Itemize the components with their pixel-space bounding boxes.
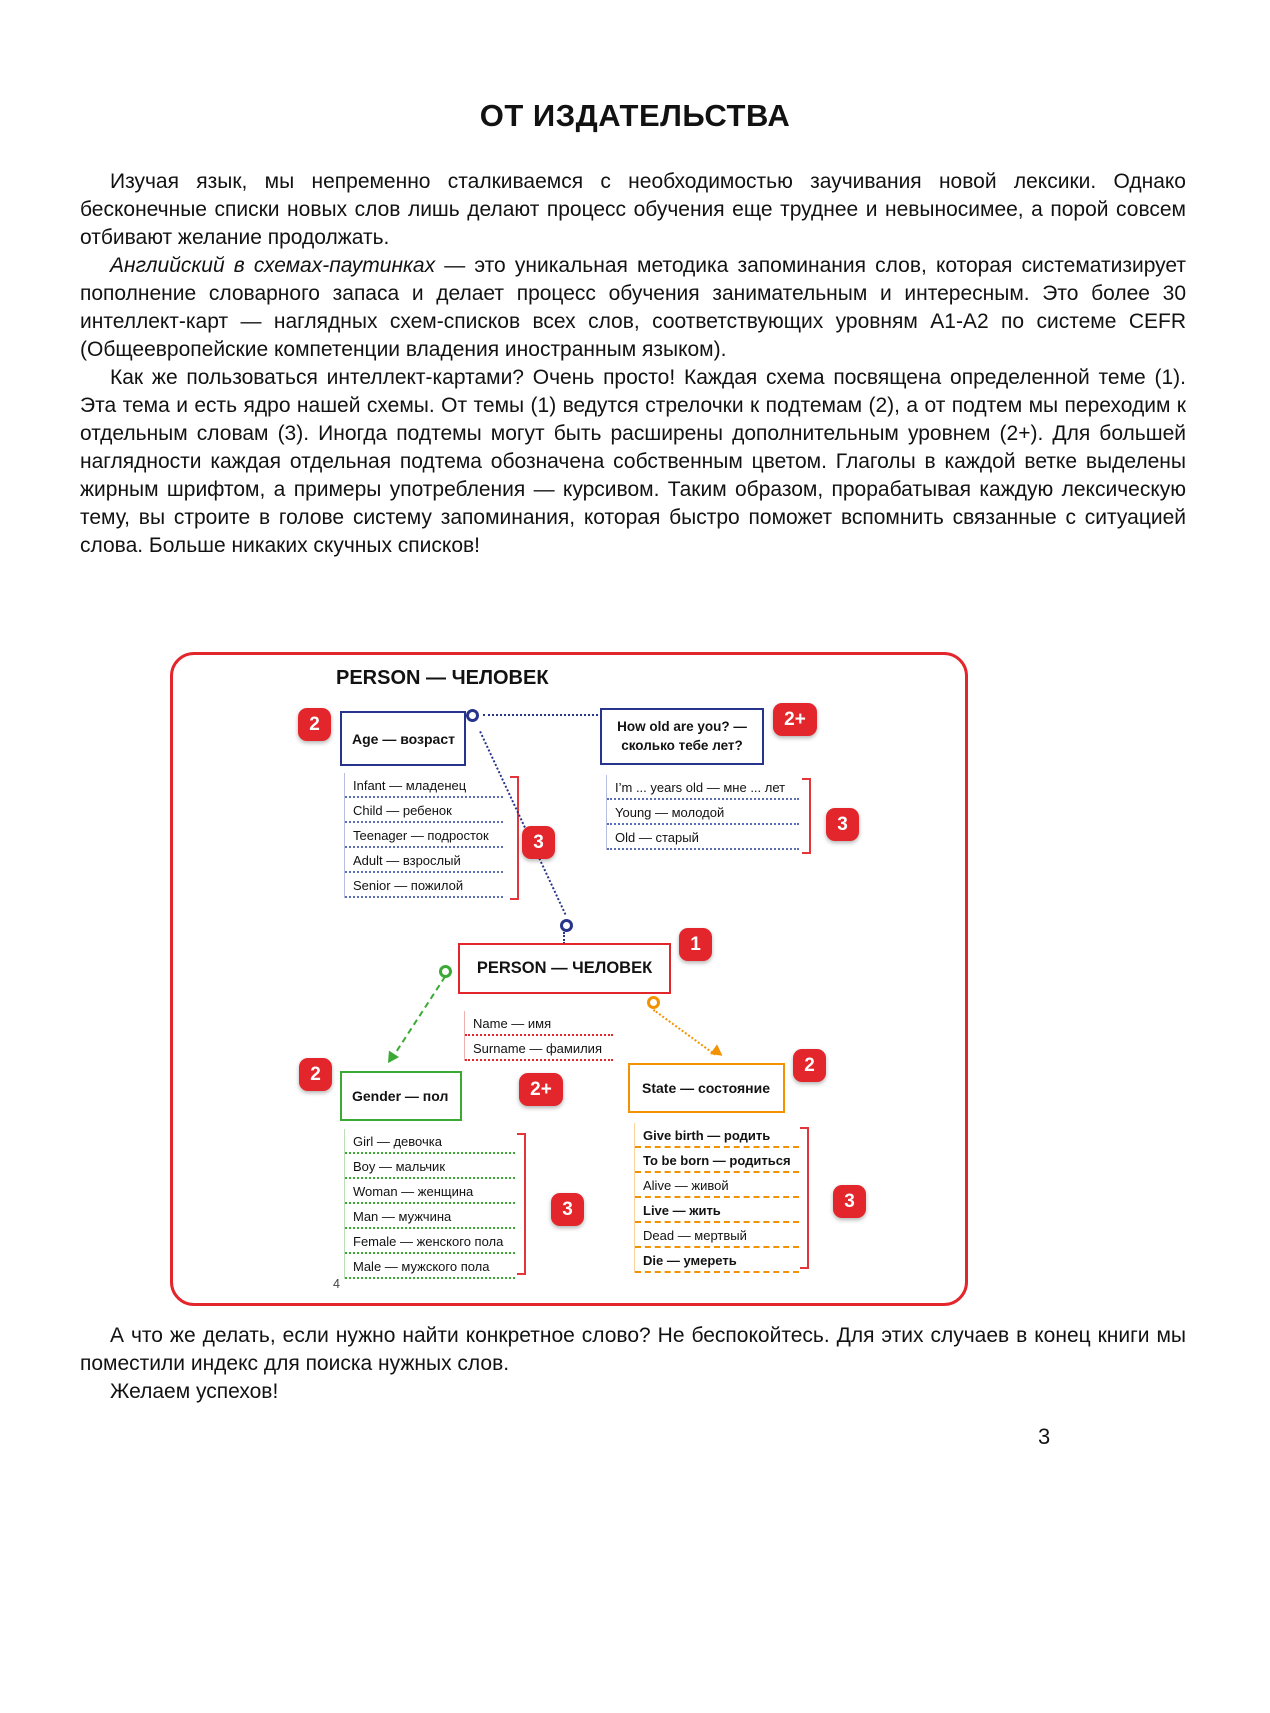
state-word-list: Give birth — родить To be born — родитьс… xyxy=(634,1123,799,1273)
level-badge: 3 xyxy=(833,1185,866,1218)
name-word-list: Name — имя Surname — фамилия xyxy=(464,1011,613,1061)
vocab-item: Adult — взрослый xyxy=(345,848,503,873)
vocab-item: Old — старый xyxy=(607,825,799,850)
arrow-icon xyxy=(710,1044,726,1061)
level-badge: 3 xyxy=(826,808,859,841)
vocab-item: Young — молодой xyxy=(607,800,799,825)
vocab-item: Surname — фамилия xyxy=(465,1036,613,1061)
connector-dot xyxy=(439,965,452,978)
node-state: State — состояние xyxy=(628,1063,785,1113)
node-gender: Gender — пол xyxy=(340,1071,462,1121)
age-word-list: Infant — младенец Child — ребенок Teenag… xyxy=(344,773,503,898)
vocab-item: Female — женского пола xyxy=(345,1229,515,1254)
level-badge: 2 xyxy=(298,708,331,741)
vocab-item: Give birth — родить xyxy=(635,1123,799,1148)
vocab-item: Dead — мертвый xyxy=(635,1223,799,1248)
paragraph-3: Как же пользоваться интеллект-картами? О… xyxy=(80,366,1186,557)
node-how-old: How old are you? — сколько тебе лет? xyxy=(600,708,764,765)
connector-dot xyxy=(560,919,573,932)
vocab-item: Alive — живой xyxy=(635,1173,799,1198)
connector-line xyxy=(483,714,598,716)
vocab-item: Woman — женщина xyxy=(345,1179,515,1204)
vocab-item: Live — жить xyxy=(635,1198,799,1223)
node-person: PERSON — ЧЕЛОВЕК xyxy=(458,943,671,994)
vocab-item: Child — ребенок xyxy=(345,798,503,823)
connector-dot xyxy=(647,996,660,1009)
closing-text: А что же делать, если нужно найти конкре… xyxy=(80,1322,1186,1406)
paragraph-1: Изучая язык, мы непременно сталкиваемся … xyxy=(80,170,1186,249)
paragraph-2: Английский в схемах-паутинках — это уник… xyxy=(80,252,1186,364)
node-how-old-line1: How old are you? — xyxy=(617,719,747,735)
bracket xyxy=(802,778,811,854)
vocab-item: Girl — девочка xyxy=(345,1129,515,1154)
vocab-item: Name — имя xyxy=(465,1011,613,1036)
connector-line xyxy=(390,975,446,1061)
intro-text: Изучая язык, мы непременно сталкиваемся … xyxy=(80,168,1186,560)
vocab-item: Senior — пожилой xyxy=(345,873,503,898)
bracket xyxy=(517,1133,526,1275)
vocab-item: Infant — младенец xyxy=(345,773,503,798)
page-number: 3 xyxy=(1038,1424,1051,1449)
node-age: Age — возраст xyxy=(340,711,466,766)
connector-dot xyxy=(466,709,479,722)
mindmap-panel: PERSON — ЧЕЛОВЕК 2 Age — возраст How old… xyxy=(170,652,968,1306)
paragraph-2-rest: — это уникальная методика запоминания сл… xyxy=(80,254,1186,361)
level-badge: 2 xyxy=(299,1058,332,1091)
connector-line xyxy=(652,1009,716,1056)
level-badge: 3 xyxy=(522,826,555,859)
vocab-item: Boy — мальчик xyxy=(345,1154,515,1179)
level-badge: 2 xyxy=(793,1049,826,1082)
paragraph-4: А что же делать, если нужно найти конкре… xyxy=(80,1324,1186,1375)
vocab-item: To be born — родиться xyxy=(635,1148,799,1173)
vocab-item: Teenager — подросток xyxy=(345,823,503,848)
node-how-old-line2: сколько тебе лет? xyxy=(621,737,743,753)
diagram-page-number: 4 xyxy=(333,1277,340,1291)
gender-word-list: Girl — девочка Boy — мальчик Woman — жен… xyxy=(344,1129,515,1279)
bracket xyxy=(800,1127,809,1269)
diagram-title: PERSON — ЧЕЛОВЕК xyxy=(336,667,549,689)
level-badge: 1 xyxy=(679,928,712,961)
level-badge: 2+ xyxy=(519,1073,563,1106)
page-title: ОТ ИЗДАТЕЛЬСТВА xyxy=(479,98,791,133)
book-series-title: Английский в схемах-паутинках xyxy=(110,254,436,277)
vocab-item: I’m ... years old — мне ... лет xyxy=(607,775,799,800)
level-badge: 2+ xyxy=(773,703,817,736)
bracket xyxy=(510,776,519,900)
vocab-item: Die — умереть xyxy=(635,1248,799,1273)
how-old-word-list: I’m ... years old — мне ... лет Young — … xyxy=(606,775,799,850)
paragraph-5: Желаем успехов! xyxy=(110,1380,279,1403)
vocab-item: Male — мужского пола xyxy=(345,1254,515,1279)
level-badge: 3 xyxy=(551,1193,584,1226)
vocab-item: Man — мужчина xyxy=(345,1204,515,1229)
